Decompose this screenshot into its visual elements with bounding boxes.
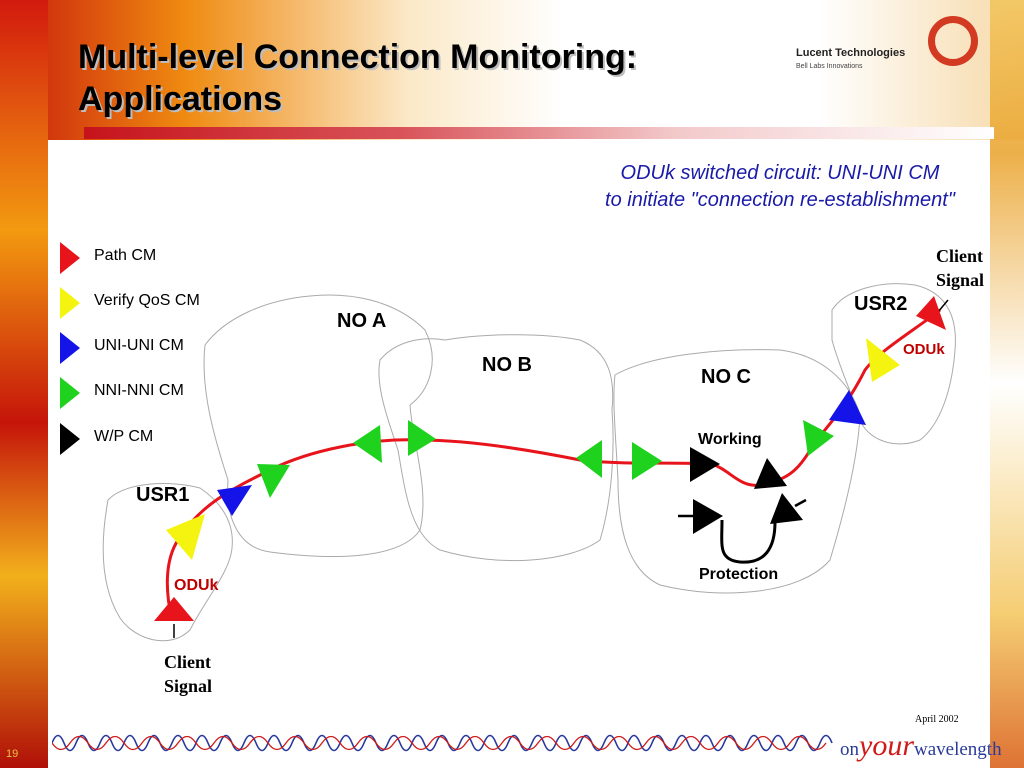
yellow-triangle-icon (60, 287, 80, 319)
client-signal-left-line-1: Client (164, 652, 211, 672)
working-label: Working (698, 431, 762, 448)
red-triangle-icon (60, 242, 80, 274)
uni-cm-marker-right (829, 390, 866, 425)
legend-label: W/P CM (94, 428, 154, 445)
wavelength-decoration-icon (52, 734, 833, 752)
client-signal-right-line-1: Client (936, 246, 983, 266)
usr1-label: USR1 (136, 484, 189, 506)
title-line-2: Applications (78, 80, 283, 118)
protection-stub-right (794, 498, 807, 508)
nni-cm-marker-6 (803, 420, 834, 456)
page-number: 19 (6, 748, 19, 760)
brand-your: your (859, 729, 914, 762)
nni-cm-marker-1 (257, 464, 290, 498)
no-b-domain-shape (378, 334, 614, 562)
left-decoration (0, 0, 48, 768)
title-line-1: Multi-level Connection Monitoring: (78, 38, 638, 76)
domain-label-no-b: NO B (482, 354, 532, 376)
logo-tagline: Bell Labs Innovations (796, 63, 863, 70)
legend-label: Verify QoS CM (94, 292, 200, 309)
logo: Lucent Technologies Bell Labs Innovation… (796, 47, 905, 73)
header-decoration (0, 0, 1024, 140)
brand-tagline: onyourwavelength (840, 729, 1002, 763)
nni-cm-marker-2 (353, 425, 382, 463)
path-cm-marker-right (916, 296, 946, 330)
subtitle-line-1: ODUk switched circuit: UNI-UNI CM (620, 162, 940, 184)
client-signal-left-line-2: Signal (164, 676, 212, 696)
usr1-domain-shape (102, 483, 233, 642)
lucent-ring-icon (928, 16, 978, 66)
right-client-pointer (937, 299, 949, 313)
right-decoration (990, 0, 1024, 768)
page-title: Multi-level Connection Monitoring: Appli… (78, 36, 637, 120)
path-cm-marker-left (154, 597, 194, 621)
nni-cm-marker-4 (576, 440, 602, 478)
footer-date: April 2002 (915, 714, 959, 725)
wp-cm-marker-working-1 (690, 447, 720, 482)
wp-cm-marker-protection-1 (693, 499, 723, 534)
logo-name: Lucent Technologies (796, 47, 906, 59)
no-a-domain-shape (203, 294, 433, 557)
protection-label: Protection (699, 566, 778, 583)
uni-cm-marker-left (217, 485, 252, 516)
green-triangle-icon (60, 377, 80, 409)
wp-cm-marker-protection-2 (770, 493, 803, 524)
black-triangle-icon (60, 423, 80, 455)
qos-cm-marker-right (866, 338, 900, 382)
wp-cm-marker-working-2 (754, 458, 787, 489)
domain-label-no-a: NO A (337, 310, 386, 332)
nni-cm-marker-3 (408, 420, 436, 456)
no-c-domain-shape (613, 349, 861, 594)
brand-post: wavelength (914, 739, 1002, 760)
client-signal-right-line-2: Signal (936, 270, 984, 290)
protection-path (720, 519, 777, 564)
brand-pre: on (840, 739, 859, 760)
usr2-label: USR2 (854, 293, 907, 315)
content-area (48, 140, 990, 708)
subtitle-line-2: to initiate "connection re-establishment… (605, 189, 955, 211)
diagram-subtitle: ODUk switched circuit: UNI-UNI CM to ini… (560, 160, 1000, 214)
title-underline-bar (84, 127, 994, 139)
legend-label: Path CM (94, 247, 157, 264)
legend-label: NNI-NNI CM (94, 382, 184, 399)
domain-label-no-c: NO C (701, 366, 751, 388)
nni-cm-marker-5 (632, 442, 662, 480)
oduk-label-left: ODUk (174, 577, 219, 594)
legend-label: UNI-UNI CM (94, 337, 184, 354)
qos-cm-marker-left (166, 514, 205, 560)
blue-triangle-icon (60, 332, 80, 364)
oduk-label-right: ODUk (903, 341, 945, 358)
